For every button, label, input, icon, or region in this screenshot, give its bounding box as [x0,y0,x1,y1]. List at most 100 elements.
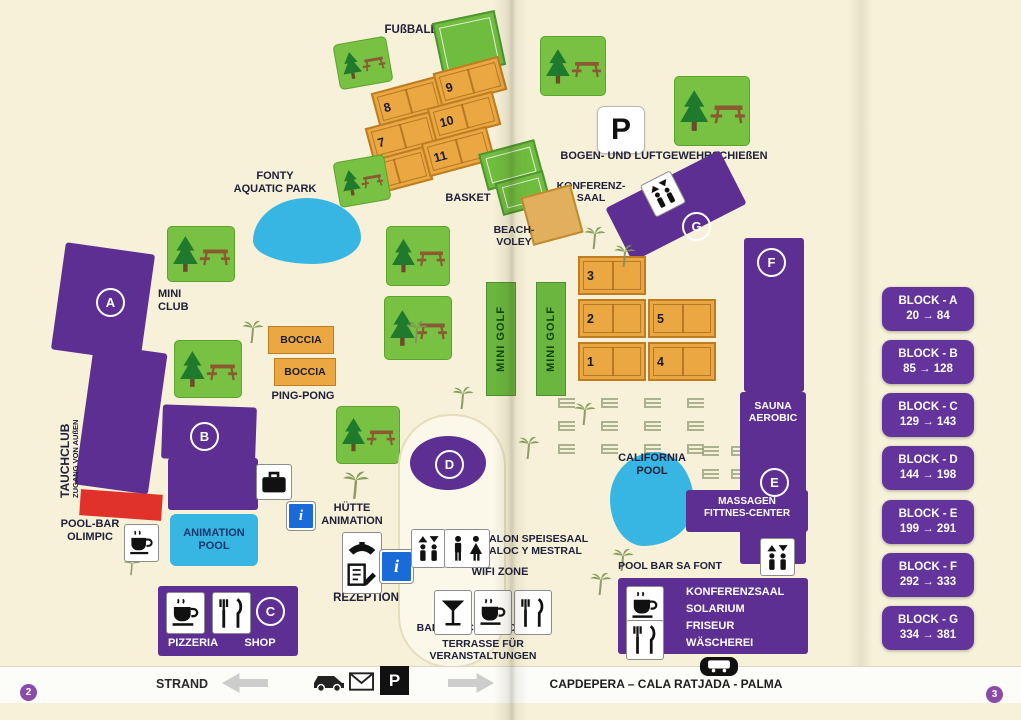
court-number: 7 [376,134,387,150]
court-number: 8 [382,99,393,115]
info-point: i [287,502,315,530]
pine-picnic-icon [341,417,395,452]
palm-tree-icon [612,242,638,268]
pizzeria-bar [166,592,205,634]
court-number: 11 [432,147,449,165]
label-pool-bar-olimpic: POOL-BAR OLIMPIC [60,518,120,543]
sun-lounger [644,421,661,431]
label-pool-bar-sa-font: POOL BAR SA FONT [618,560,722,572]
animation-pool: ANIMATION POOL [170,514,258,566]
elevator-icon [415,535,442,562]
picnic-area [384,296,452,360]
legend-block-name: BLOCK - F [898,560,958,573]
sun-lounger [644,398,661,408]
legend-block-name: BLOCK - D [898,453,958,466]
pine-picnic-icon [339,164,385,198]
sun-lounger [558,444,575,454]
palm-tree-icon [450,384,476,410]
building-e-annex [686,490,808,532]
coffee-icon [128,530,155,557]
palm-tree-icon [240,318,266,344]
legend-block-range: 20 → 84 [906,310,950,322]
tauchclub-sub: ZUGANG VON AUßEN [71,419,81,498]
info-point: i [380,550,413,583]
palm-tree-icon [610,546,636,572]
parking-sign: P [597,106,645,154]
court-number: 9 [444,79,455,95]
fork-knife-icon [630,625,660,655]
sun-lounger [601,421,618,431]
block-letter-f: F [757,248,786,277]
legend-block-name: BLOCK - G [897,613,959,626]
tennis-court-2: 2 [578,299,646,338]
palm-tree-icon [404,318,430,344]
court-number: 1 [587,354,594,369]
block-letter-a: A [96,288,125,317]
label-bogen: BOGEN- UND LUFTGEWEHRSCHIEßEN [560,150,768,162]
fork-knife-icon [518,597,548,628]
legend-block-range: 199 → 291 [899,523,957,535]
picnic-area [674,76,750,146]
luggage-room [256,464,292,500]
court-number: 10 [438,112,456,130]
label-route: CAPDEPERA – CALA RATJADA - PALMA [549,677,783,691]
label-strand: STRAND [156,677,209,691]
parking-sign-footer: P [380,666,409,695]
picnic-area [167,226,235,282]
court-number: 4 [657,354,664,369]
building-a-lower [74,343,168,495]
label-mini-golf: MINI GOLF [495,306,507,372]
court-number: 2 [587,311,594,326]
coffee-icon [630,591,660,621]
block-letter-e: E [760,468,789,497]
label-shop: SHOP [244,637,276,649]
label-fonty-aquatic-park: FONTY AQUATIC PARK [233,170,317,195]
sun-lounger [558,398,575,408]
sun-lounger [644,444,661,454]
sun-lounger [687,421,704,431]
mini-golf-strip-1: MINI GOLF [486,282,516,396]
tennis-court-5: 5 [648,299,716,338]
coffee-icon [478,598,508,628]
boccia-label: BOCCIA [284,366,326,378]
legend-block-name: BLOCK - A [898,294,958,307]
pine-picnic-icon [391,238,445,273]
label-wifi-zone: WIFI ZONE [471,566,529,578]
page-crease [848,0,872,666]
mini-golf-strip-2: MINI GOLF [536,282,566,396]
restaurant-box [212,592,251,634]
pine-picnic-icon [339,45,387,81]
sun-lounger [731,446,748,456]
palm-tree-icon [572,400,598,426]
label-pizzeria: PIZZERIA [167,637,219,649]
boccia-court-2: BOCCIA [274,358,336,386]
pine-picnic-icon [545,48,601,85]
palm-tree-icon [516,434,542,460]
page-number-left: 2 [20,684,37,701]
sun-lounger [601,444,618,454]
page-number-right: 3 [986,686,1003,703]
tennis-court-1: 1 [578,342,646,381]
picnic-area [174,340,242,398]
envelope-icon [349,672,374,691]
luggage-icon [260,469,288,495]
label-massagen: MASSAGEN FITTNES-CENTER [703,496,791,519]
boccia-label: BOCCIA [280,334,322,346]
fork-knife-icon [216,597,247,629]
label-california-pool: CALIFORNIA POOL [618,452,686,477]
footer-bar [0,666,1021,703]
label-terrasse: TERRASSE FÜR VERANSTALTUNGEN [429,638,537,663]
legend-block-range: 292 → 333 [899,576,957,588]
bus-stop-icon [700,657,738,676]
label-rezeption: REZEPTION [333,592,399,604]
label-sauna-aerobic: SAUNA AEROBIC [748,400,798,425]
sun-lounger [731,469,748,479]
building-b-lower [168,458,258,510]
label-konferenz-saal: KONFERENZ- SAAL [556,180,626,205]
california-pool [610,452,694,546]
